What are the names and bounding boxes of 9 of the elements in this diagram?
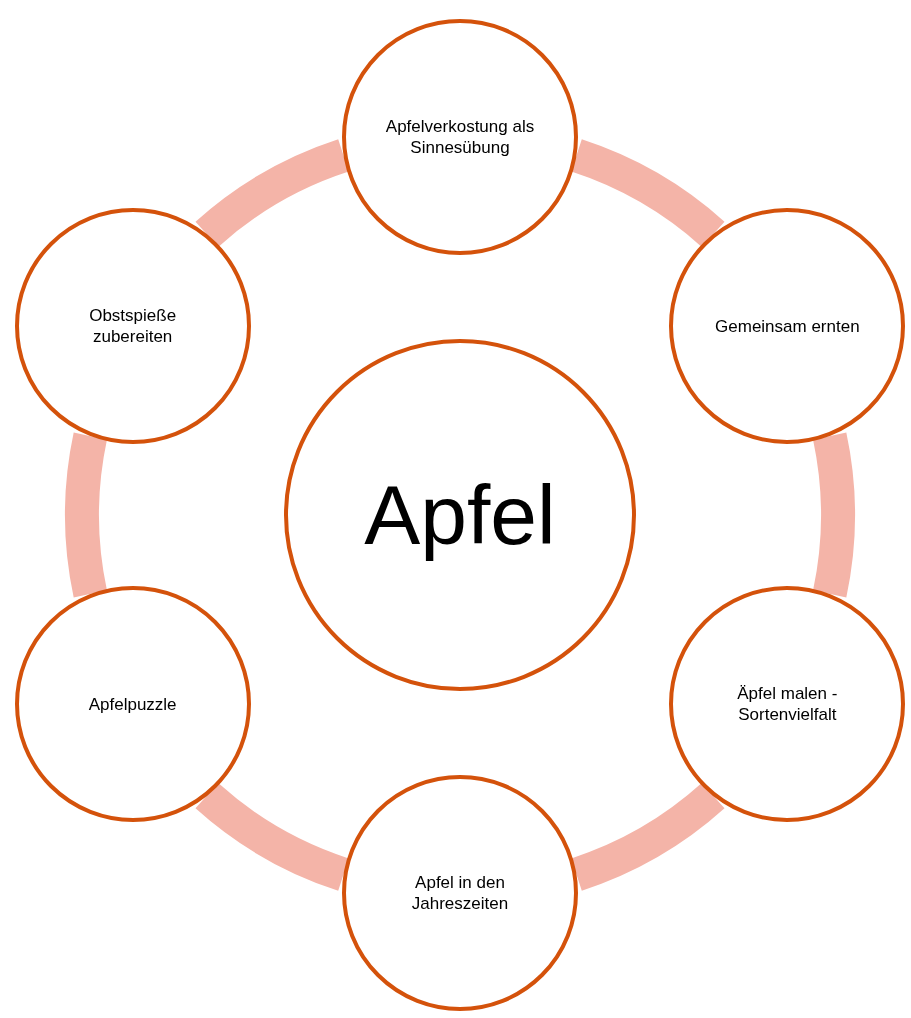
node-label: Apfelpuzzle (88, 693, 177, 715)
node-label: Apfelverkostung als Sinnesübung (385, 116, 535, 158)
node-label: Obstspieße zubereiten (88, 305, 178, 347)
node-label: Gemeinsam ernten (715, 315, 860, 337)
ring-segment (65, 433, 108, 597)
node-label: Äpfel malen - Sortenvielfalt (736, 683, 839, 725)
center-label: Apfel (364, 467, 556, 563)
node-label: Apfel in den Jahreszeiten (410, 872, 510, 914)
ring-segment (812, 433, 855, 597)
